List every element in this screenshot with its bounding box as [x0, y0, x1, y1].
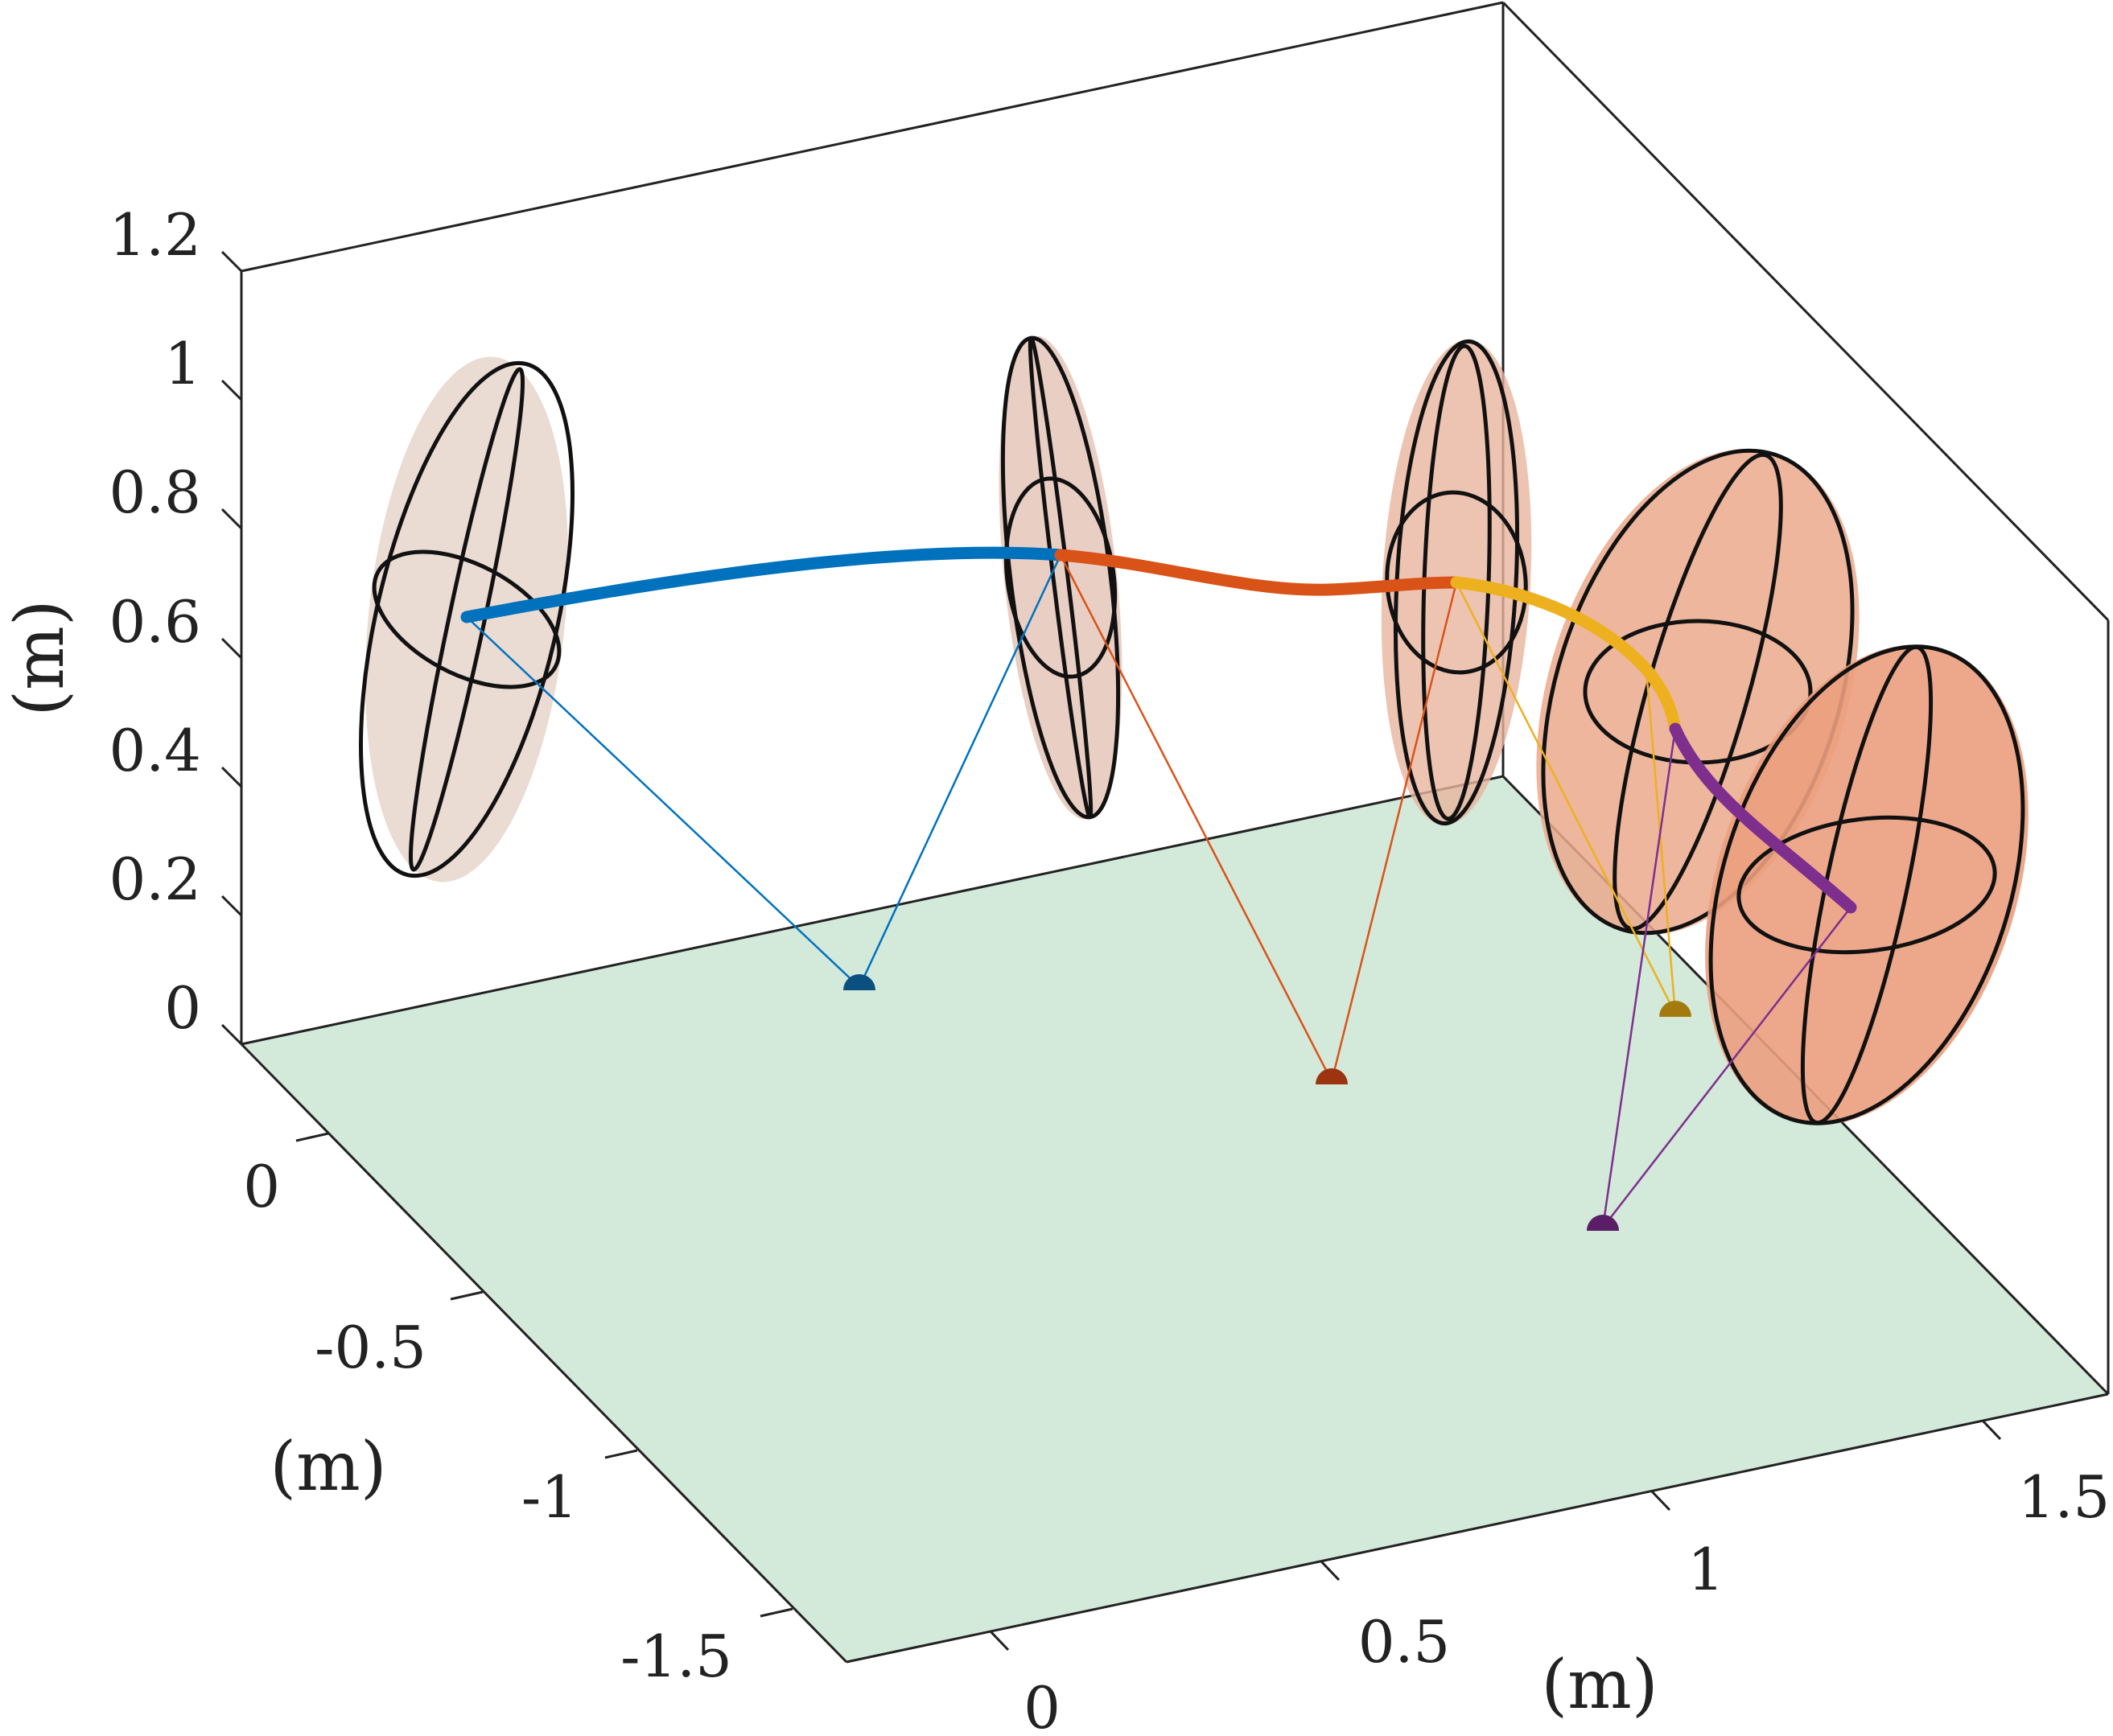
y-axis — [295, 1132, 793, 1618]
trajectory — [460, 546, 1857, 914]
z-tick-label: 1.2 — [109, 201, 201, 269]
ellipsoid-5 — [1705, 644, 2029, 1125]
ellipsoid-2-ring — [1028, 335, 1094, 820]
z-axis — [220, 250, 243, 1046]
z-tick — [220, 250, 243, 273]
y-axis-label: (m) — [270, 1427, 386, 1506]
z-tick — [220, 508, 243, 530]
x-tick-label: 1 — [1687, 1536, 1724, 1603]
y-tick-labels: 0 -0.5 -1 -1.5 — [243, 1153, 732, 1690]
z-tick-label: 0 — [164, 974, 201, 1042]
x-axis-label: (m) — [1541, 1645, 1658, 1724]
z-tick — [220, 1023, 243, 1046]
anchor-point-2 — [1316, 1068, 1348, 1084]
trajectory-segment-2 — [1054, 549, 1463, 596]
ellipsoid-5-ring — [1736, 815, 1997, 955]
tether-line-3b — [1645, 668, 1677, 1014]
ellipsoid-5-fill — [1705, 644, 2029, 1125]
x-tick-labels: 0 0.5 1 1.5 — [1024, 1463, 2110, 1736]
box-edge — [240, 1043, 848, 1664]
trajectory-segment-3 — [1450, 576, 1682, 735]
anchor-point-1 — [843, 974, 875, 990]
z-tick — [220, 895, 243, 917]
ellipsoid-5-ring — [1800, 644, 1934, 1125]
tether-line-2a — [1059, 554, 1333, 1082]
ellipsoid-2-ring — [1003, 476, 1118, 679]
box-edge — [241, 1, 1504, 273]
z-tick-label: 0.8 — [109, 459, 201, 526]
trajectory-segment-4 — [1669, 722, 1857, 914]
ellipsoids — [359, 335, 2029, 1125]
z-tick-label: 0.4 — [109, 717, 201, 784]
x-tick — [1981, 1419, 2002, 1441]
tether-line-1b — [858, 554, 1062, 988]
tether-line-1a — [466, 616, 860, 988]
x-tick — [1650, 1490, 1671, 1512]
y-tick — [604, 1449, 638, 1459]
ellipsoid-1-ring — [408, 367, 525, 872]
y-tick-label: -1 — [521, 1463, 578, 1531]
tether-line-4b — [1602, 907, 1851, 1228]
tether-line-2b — [1330, 582, 1458, 1082]
y-tick — [450, 1290, 484, 1301]
z-tick-labels: 0 0.2 0.4 0.6 0.8 1 1.2 — [109, 201, 201, 1042]
trajectory-segment-1 — [460, 546, 1067, 623]
y-tick-label: -0.5 — [315, 1314, 426, 1381]
y-tick-label: 0 — [243, 1153, 280, 1220]
z-tick — [220, 766, 243, 788]
z-tick-label: 0.6 — [109, 588, 201, 656]
x-axis — [989, 1419, 2002, 1652]
anchor-point-4 — [1587, 1215, 1619, 1231]
box-edge — [241, 775, 1504, 1046]
ellipsoid-1-ring — [359, 360, 575, 878]
box-edge — [1501, 1, 2110, 622]
y-tick — [295, 1132, 329, 1142]
floor-plane — [241, 776, 2108, 1662]
z-axis-label: (m) — [0, 599, 79, 716]
y-tick — [760, 1607, 793, 1618]
x-tick-label: 1.5 — [2018, 1463, 2111, 1531]
anchor-point-3 — [1659, 1001, 1691, 1017]
tether-lines — [466, 554, 1851, 1228]
x-tick-label: 0 — [1024, 1674, 1061, 1736]
anchors — [843, 974, 1691, 1231]
ellipsoid-2 — [999, 335, 1122, 820]
ellipsoid-1-ring — [372, 549, 562, 689]
x-tick — [989, 1630, 1010, 1652]
box-edge — [846, 1393, 2109, 1664]
tether-line-4a — [1601, 728, 1677, 1228]
z-tick-label: 0.2 — [109, 845, 201, 913]
z-tick — [220, 379, 243, 401]
x-tick-label: 0.5 — [1358, 1608, 1451, 1676]
ellipsoid-5-ring — [1708, 644, 2025, 1125]
z-tick-label: 1 — [164, 330, 201, 397]
tether-line-3a — [1455, 582, 1677, 1014]
z-tick — [220, 637, 243, 660]
x-tick — [1320, 1560, 1341, 1582]
y-tick-label: -1.5 — [620, 1623, 732, 1690]
